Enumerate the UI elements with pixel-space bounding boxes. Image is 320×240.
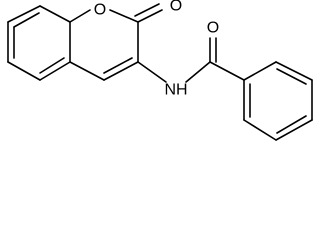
amide-carbonyl-oxygen-label: O xyxy=(207,20,219,37)
pyranone-ring xyxy=(69,3,163,81)
amide-linkage xyxy=(137,37,245,83)
benzo-ring xyxy=(7,5,71,81)
ring-oxygen-label: O xyxy=(94,2,106,19)
amide-nitrogen-label: NH xyxy=(164,82,187,99)
lactone-carbonyl-oxygen-label: O xyxy=(170,0,182,15)
phenyl-ring xyxy=(243,61,313,141)
chemical-structure-diagram: O O NH O xyxy=(7,0,313,141)
